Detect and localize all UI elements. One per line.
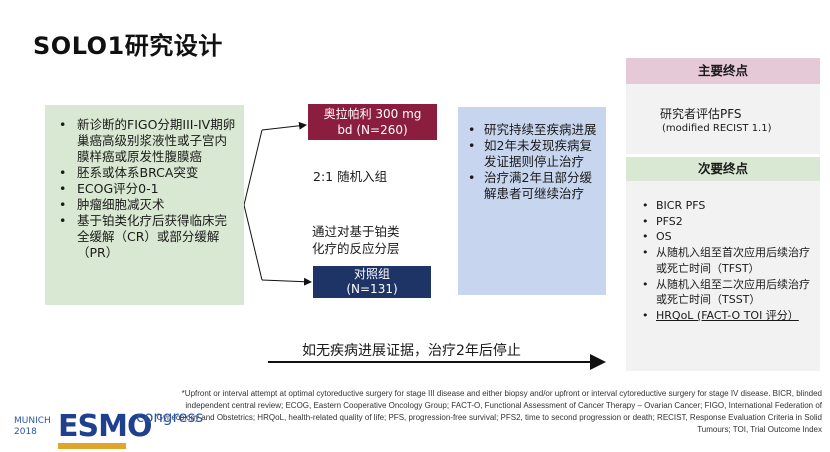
olaparib-arm-box: 奥拉帕利 300 mg bd (N=260) (308, 104, 437, 140)
timeline-label: 如无疾病进展证据，治疗2年后停止 (302, 343, 521, 359)
primary-endpoint-panel: 研究者评估PFS (modified RECIST 1.1) (626, 84, 820, 154)
primary-endpoint-text: 研究者评估PFS (660, 107, 742, 121)
placebo-arm-box: 对照组 (N=131) (313, 266, 431, 298)
secondary-endpoint-item: OS (634, 229, 818, 245)
esmo-congress-logo: MUNICH 2018 ESMO congress (8, 408, 208, 452)
secondary-endpoint-header: 次要终点 (626, 157, 820, 181)
eligibility-item: 新诊断的FIGO分期III-IV期卵巢癌高级别浆液性或子宫内膜样癌或原发性腹膜癌 (51, 117, 236, 165)
eligibility-item: 基于铂类化疗后获得临床完全缓解（CR）或部分缓解（PR） (51, 213, 236, 261)
placebo-arm-label: 对照组 (353, 267, 390, 281)
logo-name: ESMO (58, 409, 152, 444)
randomization-ratio: 2:1 随机入组 (313, 169, 388, 184)
eligibility-criteria-box: 新诊断的FIGO分期III-IV期卵巢癌高级别浆液性或子宫内膜样癌或原发性腹膜癌… (45, 105, 244, 305)
treatment-item: 如2年未发现疾病复发证据则停止治疗 (462, 138, 600, 170)
logo-year: 2018 (14, 427, 37, 437)
stratification-line: 化疗的反应分层 (312, 241, 400, 256)
eligibility-item: 肿瘤细胞减灭术 (51, 197, 236, 213)
slide-title: SOLO1研究设计 (33, 32, 223, 60)
secondary-endpoint-item: 从随机入组至首次应用后续治疗或死亡时间（TFST） (634, 245, 818, 276)
footnote: *Upfront or interval attempt at optimal … (156, 389, 822, 434)
treatment-duration-box: 研究持续至疾病进展 如2年未发现疾病复发证据则停止治疗 治疗满2年且部分缓解患者… (458, 107, 606, 295)
primary-endpoint-criteria: (modified RECIST 1.1) (662, 123, 772, 134)
olaparib-arm-dose: 奥拉帕利 300 mg (323, 107, 422, 121)
arrow-to-placebo (243, 204, 263, 281)
stratification-line: 通过对基于铂类 (312, 224, 400, 239)
treatment-item: 研究持续至疾病进展 (462, 122, 600, 138)
secondary-endpoint-item: HRQoL (FACT-O TOI 评分） (634, 308, 818, 324)
logo-suffix: congress (136, 408, 204, 426)
logo-accent-bar (58, 443, 126, 449)
eligibility-item: ECOG评分0-1 (51, 181, 236, 197)
primary-endpoint-header: 主要终点 (626, 58, 820, 84)
placebo-arm-n: (N=131) (346, 282, 398, 296)
olaparib-arm-n: bd (N=260) (337, 123, 408, 137)
logo-city: MUNICH (14, 416, 51, 426)
treatment-item: 治疗满2年且部分缓解患者可继续治疗 (462, 170, 600, 202)
secondary-endpoint-item: 从随机入组至二次应用后续治疗或死亡时间（TSST） (634, 277, 818, 308)
secondary-endpoint-item: BICR PFS (634, 198, 818, 214)
eligibility-item: 胚系或体系BRCA突变 (51, 165, 236, 181)
secondary-endpoint-item: PFS2 (634, 214, 818, 230)
secondary-endpoint-panel: BICR PFS PFS2 OS 从随机入组至首次应用后续治疗或死亡时间（TFS… (626, 181, 820, 371)
arrow-to-olaparib (243, 129, 263, 206)
stratification-label: 通过对基于铂类 化疗的反应分层 (312, 223, 400, 257)
